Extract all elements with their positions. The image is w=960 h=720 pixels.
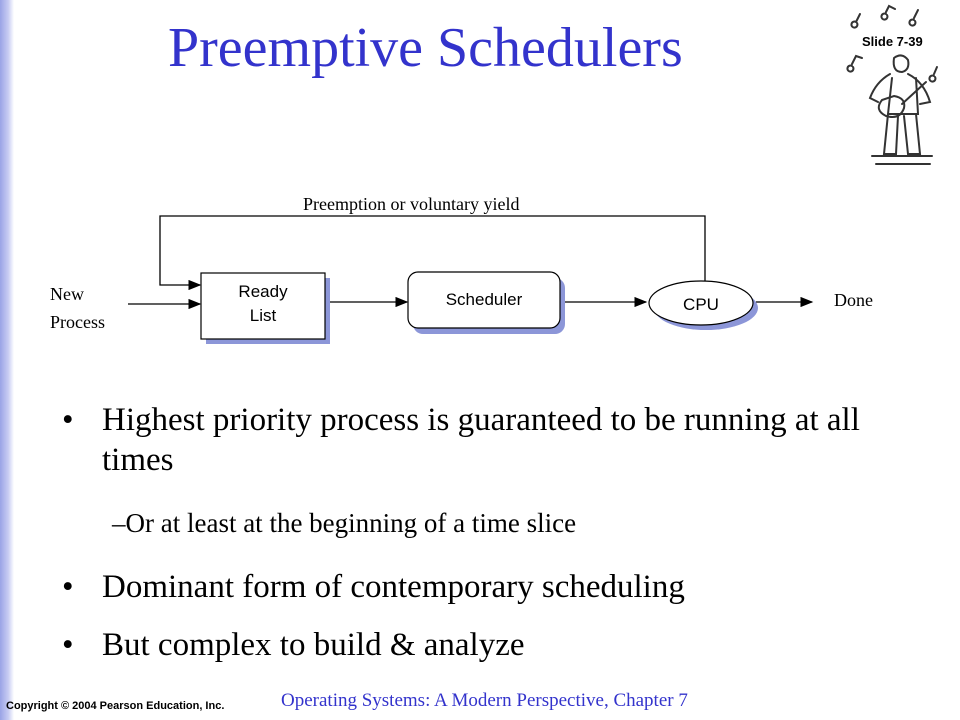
sub-bullet-item: –Or at least at the beginning of a time … [112,508,576,539]
sub-bullet-dash-icon: – [112,508,126,538]
new-process-label-line1: New [50,284,84,304]
feedback-label: Preemption or voluntary yield [303,194,520,214]
bullet-dot-icon: • [62,402,74,438]
bullet-text: But complex to build & analyze [102,627,525,663]
cpu-label: CPU [683,295,719,314]
ready-list-box [200,272,326,340]
scheduler-box [407,271,561,329]
slide-number: Slide 7-39 [862,34,923,49]
scheduler-label: Scheduler [445,290,523,309]
sub-bullet-text: Or at least at the beginning of a time s… [125,508,577,538]
cpu-ellipse [648,280,754,326]
ready-list-label: Ready List [238,282,288,325]
bullet-dot-icon: • [62,627,74,663]
left-gradient-bar [0,0,14,720]
bullet-text: Dominant form of contemporary scheduling [102,569,685,605]
done-label: Done [834,290,873,310]
new-process-label-line2: Process [50,312,105,332]
footer-book-title: Operating Systems: A Modern Perspective,… [281,690,688,711]
copyright-text: Copyright © 2004 Pearson Education, Inc. [6,700,225,712]
bullet-text: Highest priority process is guaranteed t… [102,402,860,478]
slide-title: Preemptive Schedulers [168,17,683,79]
musician-clipart-icon [846,4,938,165]
feedback-line [159,215,706,291]
bullet-dot-icon: • [62,569,74,605]
